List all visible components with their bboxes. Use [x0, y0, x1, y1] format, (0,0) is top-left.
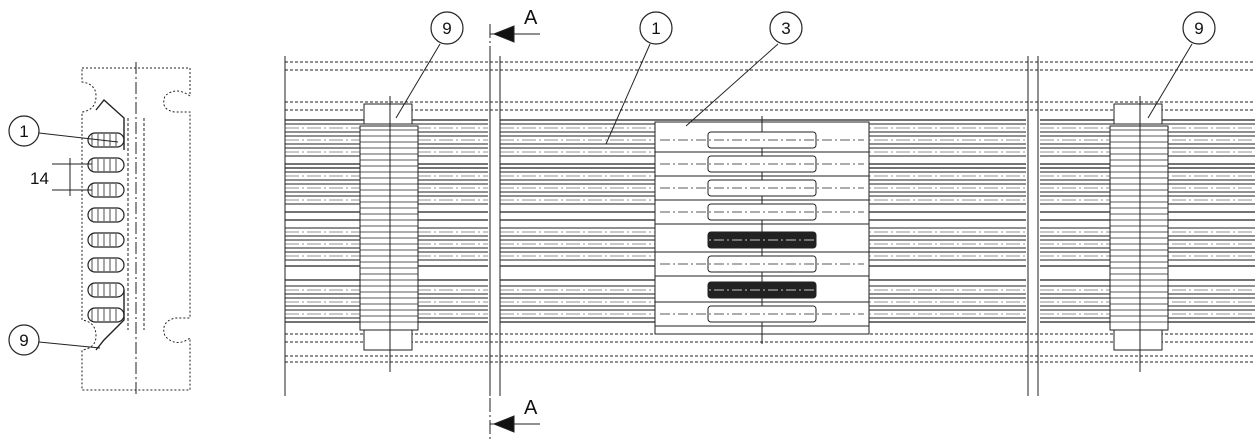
coil: [87, 182, 125, 198]
svg-text:9: 9: [442, 19, 451, 38]
side-section-view: [81, 62, 191, 396]
coil: [87, 157, 125, 173]
pitch-dimension-label: 14: [30, 169, 49, 188]
section-mark-top: A: [524, 7, 538, 29]
spacer-slot: [707, 231, 817, 249]
clip-bottom: [95, 290, 125, 351]
coil: [87, 257, 125, 273]
coil: [87, 207, 125, 223]
clamp-body: [1109, 125, 1169, 331]
coil: [87, 232, 125, 248]
section-cut-line: [489, 24, 540, 440]
coil: [87, 282, 125, 298]
clamp-body: [359, 125, 419, 331]
clamp-cap-bottom: [1113, 329, 1163, 351]
svg-text:9: 9: [1194, 19, 1203, 38]
clamp-cap-top: [363, 103, 413, 125]
coil: [87, 307, 125, 323]
spacer-slot: [707, 131, 817, 149]
pitch-dimension: [52, 158, 92, 196]
plan-view: [284, 56, 1255, 396]
callout-main-right: 9: [1147, 11, 1216, 119]
clamp-cap-top: [1113, 103, 1163, 125]
coil: [87, 132, 125, 148]
svg-text:1: 1: [651, 19, 660, 38]
svg-text:9: 9: [19, 331, 28, 350]
spacer-slot: [707, 255, 817, 273]
spacer-slot: [707, 203, 817, 221]
clamp-cap-bottom: [363, 329, 413, 351]
clip-top: [95, 98, 125, 150]
spacer-slot: [707, 155, 817, 173]
callout-main-left: 9: [395, 11, 464, 119]
coil-stack: [87, 132, 125, 323]
spacer-slot: [707, 179, 817, 197]
callout-main-3: 3: [685, 11, 803, 127]
section-mark-bottom: A: [524, 397, 538, 419]
svg-text:3: 3: [781, 19, 790, 38]
profile-outline: [81, 67, 191, 391]
spacer-slot: [707, 305, 817, 323]
svg-text:1: 1: [19, 122, 28, 141]
spacer-slot: [707, 281, 817, 299]
callout-main-1: 1: [605, 11, 673, 145]
callout-left-bottom: 9: [8, 324, 101, 356]
callout-left-top: 1: [8, 115, 119, 147]
